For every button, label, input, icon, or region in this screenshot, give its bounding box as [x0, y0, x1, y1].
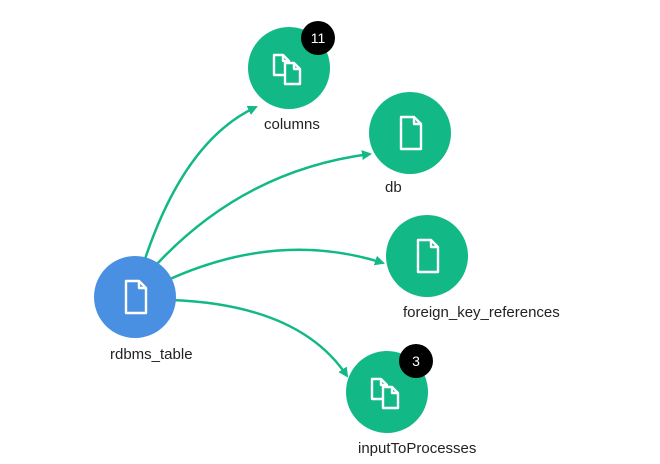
node-rdbms_table[interactable]: rdbms_table — [94, 256, 193, 363]
edge-rdbms_table-to-columns — [143, 105, 258, 260]
node-inputToProcesses-count: 3 — [412, 353, 420, 369]
node-foreign_key_references[interactable]: foreign_key_references — [386, 215, 560, 321]
node-db-circle[interactable] — [369, 92, 451, 174]
node-rdbms_table-label: rdbms_table — [110, 346, 193, 363]
node-columns-label: columns — [264, 116, 320, 133]
node-rdbms_table-circle[interactable] — [94, 256, 176, 338]
node-columns-count-badge — [301, 21, 335, 55]
node-inputToProcesses[interactable]: 3 inputToProcesses — [346, 344, 476, 457]
node-columns-count: 11 — [311, 30, 326, 46]
node-columns[interactable]: 11 columns — [248, 21, 335, 133]
edge-rdbms_table-to-inputToProcesses — [171, 298, 349, 378]
node-foreign_key_references-label: foreign_key_references — [403, 304, 560, 321]
node-inputToProcesses-label: inputToProcesses — [358, 440, 476, 457]
edges — [143, 105, 385, 378]
node-foreign_key_references-circle[interactable] — [386, 215, 468, 297]
node-db[interactable]: db — [369, 92, 451, 196]
edge-rdbms_table-to-db — [156, 150, 372, 265]
node-inputToProcesses-count-badge — [399, 344, 433, 378]
node-db-label: db — [385, 179, 402, 196]
edge-rdbms_table-to-foreign_key_references — [169, 248, 385, 281]
